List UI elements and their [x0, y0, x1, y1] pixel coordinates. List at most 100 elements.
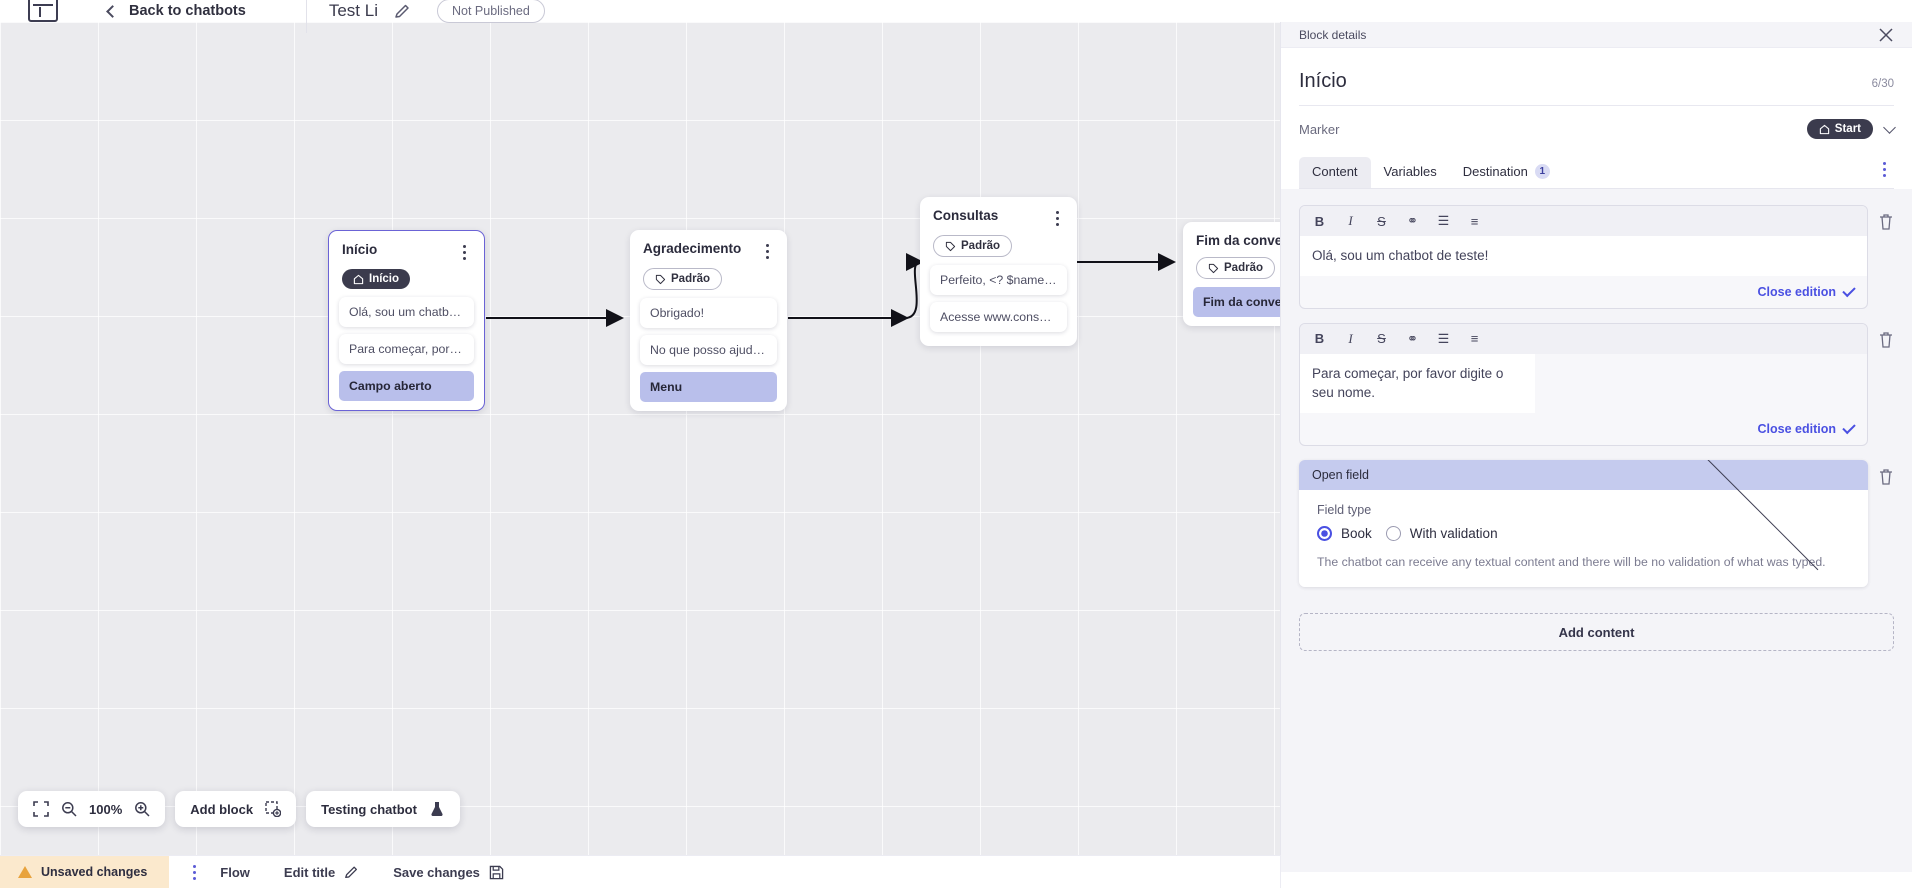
radio-label: With validation — [1409, 525, 1498, 541]
zoom-in-icon[interactable] — [134, 801, 150, 817]
flow-node-consultas[interactable]: Consultas Padrão Perfeito, <? $name ?>! … — [920, 197, 1077, 346]
bullet-list-icon[interactable]: ☰ — [1437, 213, 1450, 228]
destination-count-badge: 1 — [1534, 164, 1550, 179]
pencil-icon[interactable] — [394, 3, 411, 20]
close-icon[interactable] — [1878, 27, 1894, 43]
tab-destination-label: Destination — [1462, 164, 1528, 179]
warning-icon — [18, 866, 32, 878]
node-message[interactable]: Para começar, por favor digite o ... — [339, 334, 474, 364]
node-header: Fim da conversa — [1183, 222, 1281, 248]
node-message[interactable]: Menu — [640, 372, 777, 402]
node-menu-button[interactable] — [760, 241, 774, 259]
editor-footer: Close edition — [1300, 276, 1867, 308]
panel-tabs: Content Variables Destination 1 — [1299, 157, 1894, 189]
add-block-label: Add block — [190, 801, 254, 817]
marker-row: Marker Start — [1299, 106, 1896, 139]
open-field-header[interactable]: Open field — [1299, 459, 1868, 576]
close-edition-link[interactable]: Close edition — [1757, 421, 1836, 436]
strikethrough-icon[interactable]: S — [1377, 213, 1386, 229]
content-block-open-field: Open field Field type Book — [1299, 459, 1894, 588]
home-icon — [353, 274, 364, 284]
chevron-down-icon[interactable] — [1883, 120, 1896, 134]
editor-text-value[interactable]: Olá, sou um chatbot de teste! — [1300, 236, 1867, 276]
node-chip-padrao: Padrão — [1196, 257, 1275, 279]
content-tab-panel: B I S ⚭ ☰ ≡ Olá, sou um chatbot de teste… — [1281, 189, 1912, 872]
flow-button[interactable]: Flow — [220, 865, 250, 880]
add-content-button[interactable]: Add content — [1299, 613, 1894, 652]
panel-header-label: Block details — [1299, 27, 1367, 42]
link-icon[interactable]: ⚭ — [1407, 213, 1418, 228]
numbered-list-icon[interactable]: ≡ — [1470, 331, 1479, 347]
flow-node-fim-da-conversa[interactable]: Fim da conversa Padrão Fim da conversa — [1183, 222, 1281, 326]
editor-toolbar: B I S ⚭ ☰ ≡ — [1300, 206, 1867, 236]
node-message[interactable]: Obrigado! — [640, 298, 777, 328]
tab-destination[interactable]: Destination 1 — [1450, 157, 1563, 188]
chevron-left-icon[interactable] — [106, 4, 119, 18]
flow-node-agradecimento[interactable]: Agradecimento Padrão Obrigado! No que po… — [630, 230, 787, 411]
italic-icon[interactable]: I — [1348, 213, 1353, 228]
home-icon — [1819, 124, 1829, 134]
italic-icon[interactable]: I — [1348, 330, 1353, 346]
bold-icon[interactable]: B — [1314, 213, 1325, 229]
bold-icon[interactable]: B — [1314, 331, 1325, 347]
zoom-out-icon[interactable] — [61, 801, 77, 817]
node-chip-padrao: Padrão — [933, 235, 1012, 257]
strikethrough-icon[interactable]: S — [1377, 331, 1386, 347]
close-edition-link[interactable]: Close edition — [1757, 284, 1836, 299]
node-chip-label: Padrão — [671, 273, 710, 285]
node-message[interactable]: Fim da conversa — [1193, 287, 1281, 317]
node-menu-button[interactable] — [1050, 208, 1064, 226]
node-header: Agradecimento — [630, 230, 787, 259]
radio-indicator — [1385, 525, 1401, 541]
node-chip-label: Início — [369, 273, 400, 285]
publish-status-badge: Not Published — [436, 0, 545, 23]
node-message[interactable]: No que posso ajudar, <? $name ... — [640, 335, 777, 365]
unsaved-changes-indicator: Unsaved changes — [0, 855, 170, 888]
marker-badge[interactable]: Start — [1806, 119, 1873, 139]
editor-text-value[interactable]: Para começar, por favor digite o seu nom… — [1300, 353, 1535, 413]
trash-icon[interactable] — [1878, 331, 1894, 349]
app-logo-icon[interactable] — [28, 0, 58, 22]
unsaved-changes-label: Unsaved changes — [41, 865, 148, 879]
node-message[interactable]: Perfeito, <? $name ?>! — [930, 265, 1067, 295]
rich-text-editor[interactable]: B I S ⚭ ☰ ≡ Olá, sou um chatbot de teste… — [1299, 205, 1868, 309]
node-message[interactable]: Acesse www.consultas.com par... — [930, 302, 1067, 332]
node-chip-label: Padrão — [1224, 262, 1263, 274]
flow-node-inicio[interactable]: Início Início Olá, sou um chatbot de tes… — [328, 230, 485, 411]
tag-icon — [655, 274, 666, 284]
tab-content[interactable]: Content — [1299, 157, 1371, 188]
add-block-button[interactable]: Add block — [175, 791, 297, 827]
block-title-row: Início 6/30 — [1299, 48, 1894, 93]
bullet-list-icon[interactable]: ☰ — [1437, 330, 1450, 346]
node-chip-label: Padrão — [961, 240, 1000, 252]
flask-icon — [431, 802, 443, 816]
node-message[interactable]: Campo aberto — [339, 371, 474, 401]
back-to-chatbots-link[interactable]: Back to chatbots — [129, 3, 246, 19]
fit-screen-icon[interactable] — [33, 801, 49, 817]
node-message[interactable]: Olá, sou um chatbot de teste! — [339, 297, 474, 327]
node-header: Início — [329, 231, 484, 260]
numbered-list-icon[interactable]: ≡ — [1470, 213, 1479, 229]
testing-chatbot-button[interactable]: Testing chatbot — [306, 791, 460, 827]
divider — [1299, 105, 1894, 106]
trash-icon[interactable] — [1878, 468, 1894, 486]
flow-label: Flow — [220, 864, 250, 880]
status-divider — [1280, 855, 1281, 888]
edit-title-button[interactable]: Edit title — [284, 865, 359, 880]
save-changes-button[interactable]: Save changes — [393, 865, 504, 880]
more-vertical-icon[interactable] — [193, 864, 197, 880]
node-chip-inicio: Início — [342, 269, 411, 289]
tab-content-label: Content — [1312, 164, 1358, 179]
trash-icon[interactable] — [1878, 213, 1894, 231]
tab-variables[interactable]: Variables — [1371, 157, 1450, 188]
canvas-toolbar: 100% Add block Testing chatbot — [18, 791, 460, 827]
check-icon — [1842, 283, 1856, 297]
node-menu-button[interactable] — [457, 242, 471, 260]
flow-canvas[interactable]: Início Início Olá, sou um chatbot de tes… — [0, 22, 1281, 855]
add-block-icon — [265, 801, 282, 817]
radio-option-book[interactable]: Book — [1317, 525, 1372, 541]
link-icon[interactable]: ⚭ — [1407, 330, 1418, 346]
radio-option-with-validation[interactable]: With validation — [1385, 525, 1498, 541]
more-vertical-icon[interactable] — [1875, 162, 1894, 183]
rich-text-editor[interactable]: B I S ⚭ ☰ ≡ Para começar, por favor digi… — [1299, 322, 1868, 446]
